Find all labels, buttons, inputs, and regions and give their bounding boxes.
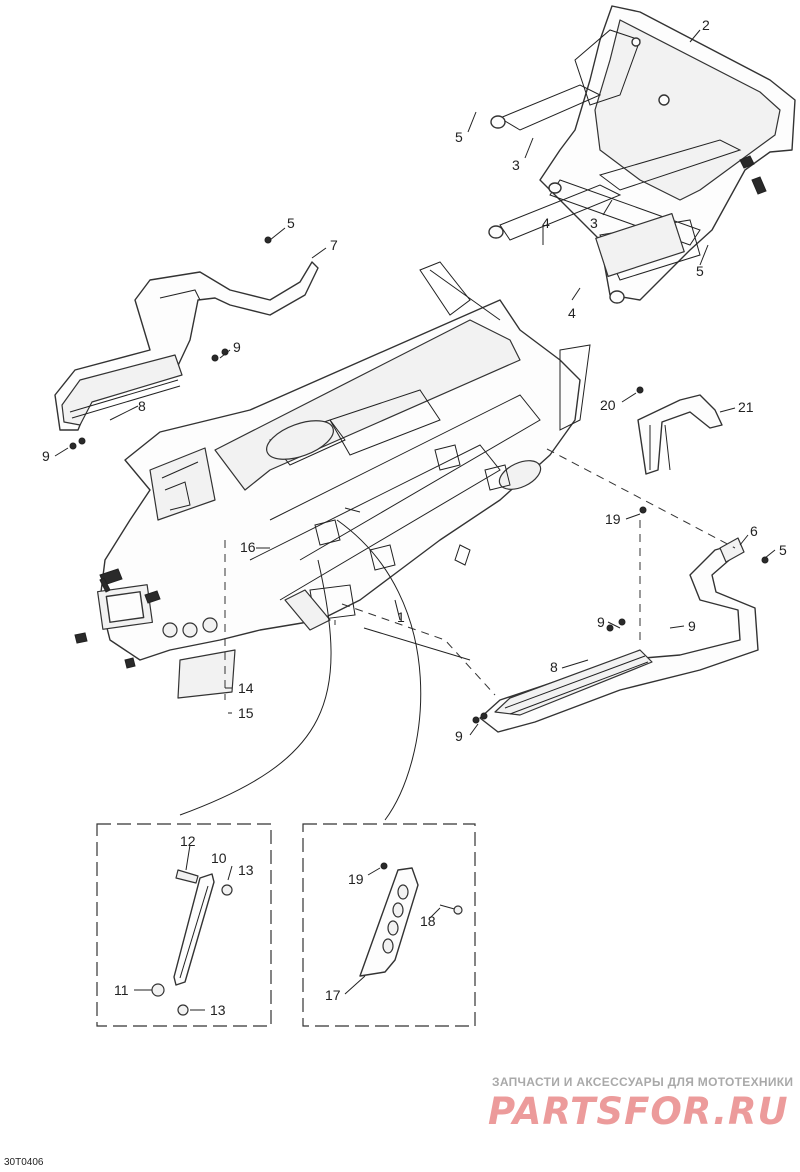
callout-9: 9: [597, 614, 605, 630]
callout-5: 5: [287, 215, 295, 231]
callout-17: 17: [325, 987, 341, 1003]
callout-8: 8: [550, 659, 558, 675]
callout-3: 3: [512, 157, 520, 173]
callout-12: 12: [180, 833, 196, 849]
left-footrest: [54, 236, 319, 450]
callout-9: 9: [42, 448, 50, 464]
callout-6: 6: [750, 523, 758, 539]
watermark-subtitle: ЗАПЧАСТИ И АКСЕССУАРЫ ДЛЯ МОТОТЕХНИКИ: [492, 1075, 794, 1089]
callout-9: 9: [688, 618, 696, 634]
callout-7: 7: [330, 237, 338, 253]
callout-15: 15: [238, 705, 254, 721]
callout-8: 8: [138, 398, 146, 414]
assembly-leaders: [179, 448, 736, 821]
callout-9: 9: [455, 728, 463, 744]
rear-subframe: [488, 5, 796, 304]
inset-box-left: [96, 823, 272, 1027]
callout-13: 13: [238, 862, 254, 878]
inset-box-right: [302, 823, 476, 1027]
callout-5: 5: [696, 263, 704, 279]
callout-4: 4: [568, 305, 576, 321]
callout-11: 11: [114, 982, 129, 998]
callout-21: 21: [738, 399, 754, 415]
callout-2: 2: [702, 17, 710, 33]
callout-3: 3: [590, 215, 598, 231]
callout-1: 1: [397, 609, 405, 625]
callout-10: 10: [211, 850, 227, 866]
callout-9: 9: [233, 339, 241, 355]
callout-5: 5: [455, 129, 463, 145]
main-frame: [74, 261, 591, 699]
callout-19: 19: [605, 511, 621, 527]
callout-19: 19: [348, 871, 364, 887]
callout-14: 14: [238, 680, 254, 696]
watermark-brand: PARTSFOR.RU: [488, 1090, 789, 1133]
callout-leaders: [54, 29, 776, 1011]
callout-20: 20: [600, 397, 616, 413]
callout-4: 4: [542, 215, 550, 231]
callout-18: 18: [420, 913, 436, 929]
callout-13: 13: [210, 1002, 226, 1018]
callout-5: 5: [779, 542, 787, 558]
drawing-code: 30T0406: [4, 1157, 44, 1168]
right-footrest: [472, 537, 769, 733]
callout-labels: 2 5 3 4 3 5 4 5 7 9 8 9 16 1 6 5 20 21 1…: [42, 17, 787, 1018]
right-bracket: [636, 386, 723, 514]
callout-16: 16: [240, 539, 256, 555]
